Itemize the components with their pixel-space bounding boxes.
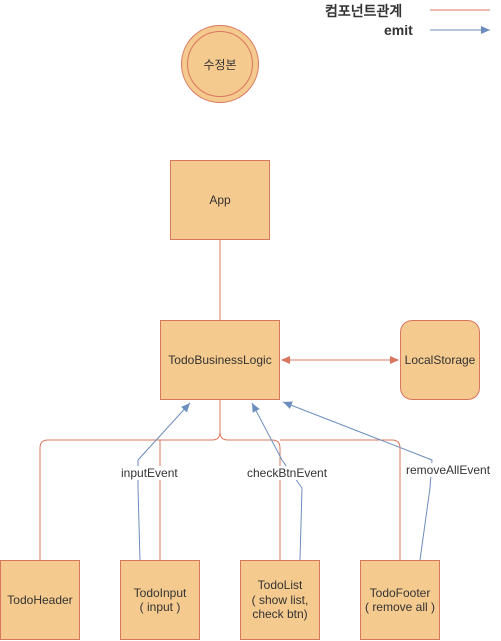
edge-logic-footer xyxy=(280,439,401,560)
legend-relation-label: 컴포넌트관계 xyxy=(325,3,403,19)
emit-check-arrow xyxy=(251,402,303,561)
revision-badge-label: 수정본 xyxy=(187,31,253,97)
todo-list-node[interactable]: TodoList ( show list, check btn) xyxy=(240,560,320,640)
emit-input-arrow xyxy=(137,402,191,561)
todo-footer-node[interactable]: TodoFooter ( remove all ) xyxy=(360,560,440,640)
todo-business-logic-node[interactable]: TodoBusinessLogic xyxy=(160,320,280,400)
app-node[interactable]: App xyxy=(170,160,270,240)
todo-input-node[interactable]: TodoInput ( input ) xyxy=(120,560,200,640)
remove-all-event-label: removeAllEvent xyxy=(405,463,492,477)
local-storage-node[interactable]: LocalStorage xyxy=(400,320,480,400)
emit-remove-arrow xyxy=(282,401,433,561)
edge-logic-list xyxy=(219,431,281,560)
check-btn-event-label: checkBtnEvent xyxy=(246,466,329,480)
input-event-label: inputEvent xyxy=(120,466,179,480)
edge-logic-header xyxy=(39,400,221,560)
legend-emit-label: emit xyxy=(384,22,413,38)
todo-header-node[interactable]: TodoHeader xyxy=(0,560,80,640)
revision-badge: 수정본 xyxy=(181,25,259,103)
